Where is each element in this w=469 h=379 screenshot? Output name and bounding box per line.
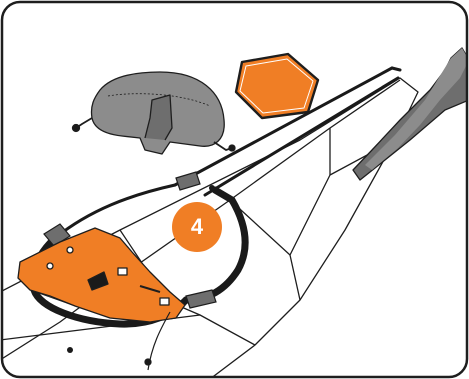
seat-backrest — [71, 71, 236, 155]
rear-hatch-cover — [234, 52, 320, 120]
deck-fittings — [67, 185, 215, 353]
fin-blade — [352, 47, 467, 181]
step-number-badge: 4 — [172, 202, 222, 252]
orange-seat-pad — [17, 227, 186, 371]
coaming-clips — [43, 171, 217, 309]
